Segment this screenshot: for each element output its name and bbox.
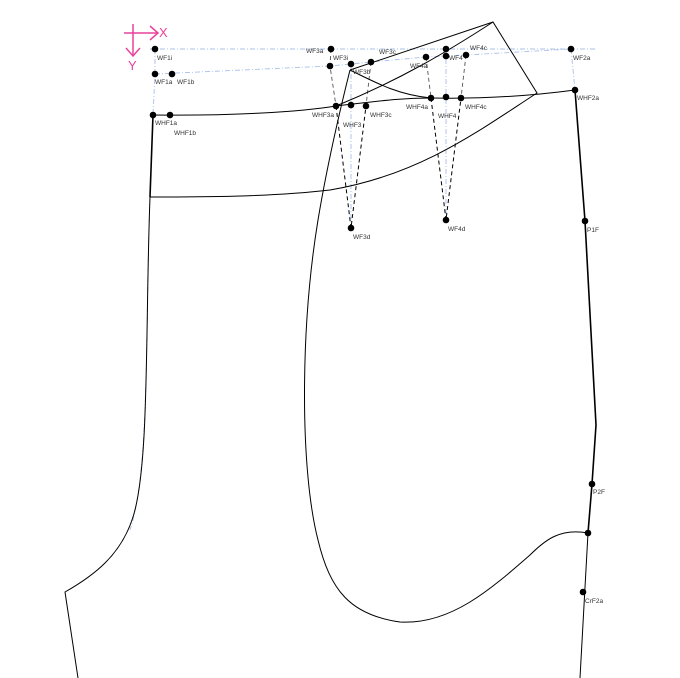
point-WF4d[interactable]: WF4d: [442, 216, 466, 233]
point-WF4c[interactable]: WF4c: [462, 45, 488, 59]
svg-text:WHF1a: WHF1a: [155, 120, 177, 127]
point-WF1i[interactable]: WF1i: [151, 45, 172, 62]
svg-text:WF4d: WF4d: [448, 226, 466, 233]
point-WHF3c[interactable]: WHF3c: [362, 102, 393, 119]
point-WF3c[interactable]: WF3c: [367, 49, 397, 66]
svg-text:WF2a: WF2a: [573, 55, 591, 62]
point-WHF4c[interactable]: WHF4c: [457, 94, 488, 111]
svg-text:WF1b: WF1b: [177, 79, 195, 86]
point-WHF1b[interactable]: WHF1b: [166, 111, 197, 137]
point-WF4a[interactable]: WF4a: [410, 53, 430, 70]
svg-text:WHF3c: WHF3c: [370, 112, 392, 119]
axis-indicator: X Y: [124, 24, 168, 73]
point-WF3d[interactable]: WF3d: [347, 224, 371, 241]
svg-text:P2F: P2F: [593, 489, 605, 496]
point-CrF2a[interactable]: CrF2a: [579, 588, 604, 605]
svg-text:WF4a: WF4a: [410, 63, 428, 70]
point-WF3b[interactable]: WF3b: [347, 60, 371, 76]
svg-text:WHF3: WHF3: [343, 122, 362, 129]
svg-text:WF3b: WF3b: [353, 69, 371, 76]
point-WF3i[interactable]: WF3i: [326, 55, 348, 70]
svg-text:WF4: WF4: [449, 55, 463, 62]
svg-text:WF3c: WF3c: [379, 49, 397, 56]
point-label: WF4c: [470, 45, 488, 52]
point-WHF1a[interactable]: WHF1a: [149, 111, 178, 127]
svg-text:WHF1b: WHF1b: [174, 130, 196, 137]
point-WHF3[interactable]: WHF3: [343, 101, 362, 129]
svg-text:P1F: P1F: [587, 227, 599, 234]
point-WHF3a[interactable]: WHF3a: [312, 102, 340, 119]
point-WF2a[interactable]: WF2a: [567, 45, 591, 62]
point-P2F[interactable]: P2F: [588, 480, 605, 496]
point-P1F[interactable]: P1F: [581, 217, 599, 234]
svg-text:WHF2a: WHF2a: [577, 95, 599, 102]
svg-text:WF3a: WF3a: [306, 48, 324, 55]
point-crotch-join[interactable]: [584, 529, 592, 537]
point-WF3a[interactable]: WF3a: [306, 45, 335, 55]
y-axis-label: Y: [128, 58, 137, 73]
svg-text:WF3d: WF3d: [353, 234, 371, 241]
svg-text:WF1a: WF1a: [155, 79, 173, 86]
x-axis-label: X: [159, 25, 168, 40]
point-WF1a[interactable]: WF1a: [151, 70, 173, 86]
pattern-outline: [64, 21, 597, 678]
point-WHF4[interactable]: WHF4: [438, 93, 457, 120]
svg-text:WF3i: WF3i: [333, 55, 348, 62]
point-WHF4a[interactable]: WHF4a: [406, 94, 435, 111]
svg-text:WHF4a: WHF4a: [406, 104, 428, 111]
point-WHF2a[interactable]: WHF2a: [571, 86, 600, 102]
point-WF4[interactable]: WF4: [442, 45, 463, 62]
svg-text:CrF2a: CrF2a: [585, 598, 603, 605]
point-WF1b[interactable]: WF1b: [168, 70, 195, 86]
svg-text:WHF4c: WHF4c: [465, 104, 487, 111]
svg-text:WHF3a: WHF3a: [312, 112, 334, 119]
svg-text:WHF4: WHF4: [438, 113, 457, 120]
svg-text:WF1i: WF1i: [157, 55, 172, 62]
construction-lines: [129, 48, 596, 531]
pattern-points: WF1i WF1a WF1b WHF1a WHF1b WF3a WF3i WF3…: [149, 45, 605, 605]
